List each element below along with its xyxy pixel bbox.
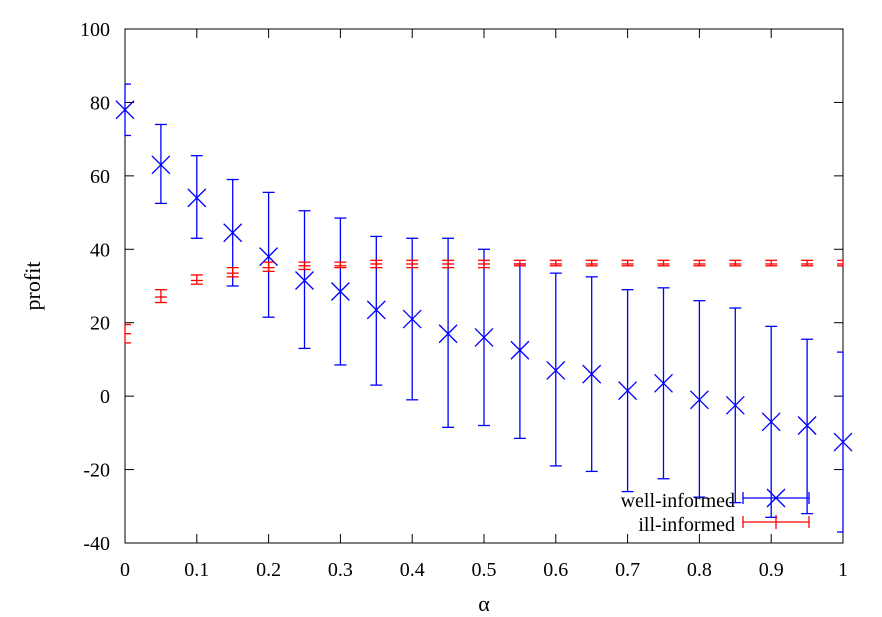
marker-x — [582, 364, 602, 384]
series-layer — [115, 83, 853, 533]
data-point — [115, 83, 135, 137]
data-point — [689, 300, 709, 498]
y-tick-label: 20 — [90, 313, 110, 335]
legend-marker-x — [766, 488, 786, 508]
axis-ticks — [124, 28, 844, 544]
data-point — [657, 259, 670, 267]
legend-sample-ill-informed — [742, 515, 810, 529]
x-tick-label: 0.8 — [687, 559, 712, 581]
legend: well-informed ill-informed — [621, 488, 810, 536]
marker-x — [797, 416, 817, 435]
marker-x — [654, 373, 673, 393]
data-point — [370, 259, 383, 269]
x-tick-label: 0.5 — [472, 559, 497, 581]
marker-x — [330, 282, 350, 301]
data-point — [837, 259, 844, 267]
marker-x — [510, 340, 530, 360]
data-point — [513, 259, 526, 267]
data-point — [585, 259, 598, 267]
marker-x — [438, 324, 458, 344]
tick-labels: 0 0.1 0.2 0.3 0.4 0.5 0.6 0.7 0.8 0.9 1 -40 -20 0 20 40… — [80, 19, 848, 581]
x-tick-label: 0 — [120, 559, 130, 581]
data-point — [510, 263, 530, 440]
data-point — [406, 259, 419, 269]
data-point — [549, 259, 562, 267]
data-point — [187, 155, 207, 239]
y-tick-label: 100 — [80, 19, 110, 41]
marker-x — [474, 327, 494, 347]
x-tick-label: 0.6 — [543, 559, 568, 581]
x-axis-label: α — [478, 591, 490, 616]
data-point — [262, 261, 275, 272]
y-tick-label: 40 — [90, 239, 110, 261]
marker-x — [115, 100, 135, 120]
y-tick-label: 80 — [90, 92, 110, 114]
marker-x — [223, 223, 243, 243]
data-point — [442, 259, 455, 269]
x-tick-label: 0.4 — [400, 559, 425, 581]
data-point — [151, 123, 171, 205]
x-tick-label: 0.1 — [184, 559, 209, 581]
x-tick-label: 0.2 — [256, 559, 281, 581]
data-point — [765, 259, 778, 267]
marker-x — [833, 432, 853, 452]
y-tick-label: -40 — [83, 533, 110, 555]
y-tick-label: 0 — [100, 386, 110, 408]
marker-x — [402, 309, 422, 329]
data-point — [618, 289, 638, 493]
marker-x — [187, 188, 207, 208]
marker-x — [761, 412, 781, 432]
data-point — [259, 191, 279, 318]
x-tick-label: 0.7 — [615, 559, 640, 581]
x-tick-label: 1 — [838, 559, 848, 581]
data-point — [833, 351, 853, 533]
marker-x — [151, 155, 171, 175]
data-point — [295, 210, 314, 350]
data-point — [761, 325, 781, 518]
data-point — [366, 235, 386, 386]
data-point — [124, 323, 131, 344]
data-point — [654, 287, 673, 480]
legend-label-ill-informed: ill-informed — [638, 514, 735, 536]
data-point — [797, 338, 817, 515]
data-point — [546, 272, 566, 467]
data-point — [298, 261, 311, 271]
data-point — [190, 274, 203, 285]
legend-sample-well-informed — [742, 488, 810, 508]
x-tick-label: 0.9 — [759, 559, 784, 581]
data-point — [725, 307, 745, 504]
data-point — [474, 248, 494, 427]
marker-x — [725, 395, 745, 415]
data-point — [226, 266, 239, 278]
y-axis-label: profit — [20, 262, 45, 311]
legend-samples — [742, 488, 810, 529]
data-point — [478, 259, 490, 269]
marker-x — [295, 271, 314, 290]
data-point — [438, 237, 458, 429]
y-tick-label: 60 — [90, 166, 110, 188]
marker-x — [618, 381, 638, 401]
series-well-informed — [115, 83, 853, 533]
data-point — [801, 259, 814, 267]
legend-label-well-informed: well-informed — [621, 490, 735, 512]
data-point — [330, 217, 350, 366]
x-tick-label: 0.3 — [328, 559, 353, 581]
marker-x — [689, 390, 709, 410]
data-point — [334, 261, 347, 269]
data-point — [154, 289, 167, 304]
data-point — [621, 259, 634, 267]
marker-x — [546, 360, 566, 380]
marker-x — [366, 300, 386, 320]
y-tick-label: -20 — [83, 460, 110, 482]
series-ill-informed — [124, 259, 844, 344]
data-point — [729, 259, 742, 267]
data-point — [582, 276, 602, 473]
data-point — [693, 259, 706, 267]
